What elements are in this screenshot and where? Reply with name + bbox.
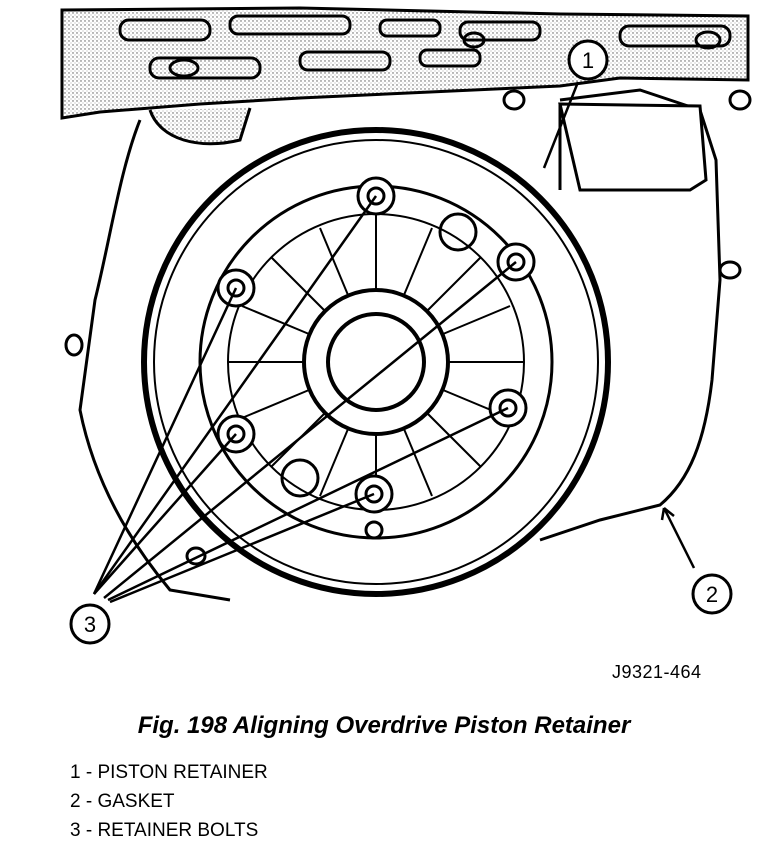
callout-2: 2 (691, 573, 733, 615)
svg-text:2: 2 (706, 582, 718, 607)
piston-retainer (198, 184, 554, 540)
valve-body-casting (60, 6, 750, 120)
legend-list: 1 - PISTON RETAINER 2 - GASKET 3 - RETAI… (70, 758, 268, 845)
transmission-case (64, 88, 752, 602)
piston-retainer-diagram: 1 2 3 (60, 6, 752, 645)
bolt-hole-lower (280, 458, 320, 498)
gasket (141, 127, 611, 597)
legend-item-retainer-bolts: 3 - RETAINER BOLTS (70, 820, 259, 841)
callout-1: 1 (567, 39, 609, 81)
legend-item-piston-retainer: 1 - PISTON RETAINER (70, 762, 268, 783)
svg-text:3: 3 (84, 612, 96, 637)
bolt-hole-upper (438, 212, 478, 252)
legend-item-gasket: 2 - GASKET (70, 791, 175, 812)
callout-3: 3 (69, 603, 111, 645)
leader-lines (92, 81, 696, 604)
figure-id-code: J9321-464 (612, 662, 702, 682)
figure-caption: Fig. 198 Aligning Overdrive Piston Retai… (137, 712, 631, 739)
svg-text:1: 1 (582, 48, 594, 73)
